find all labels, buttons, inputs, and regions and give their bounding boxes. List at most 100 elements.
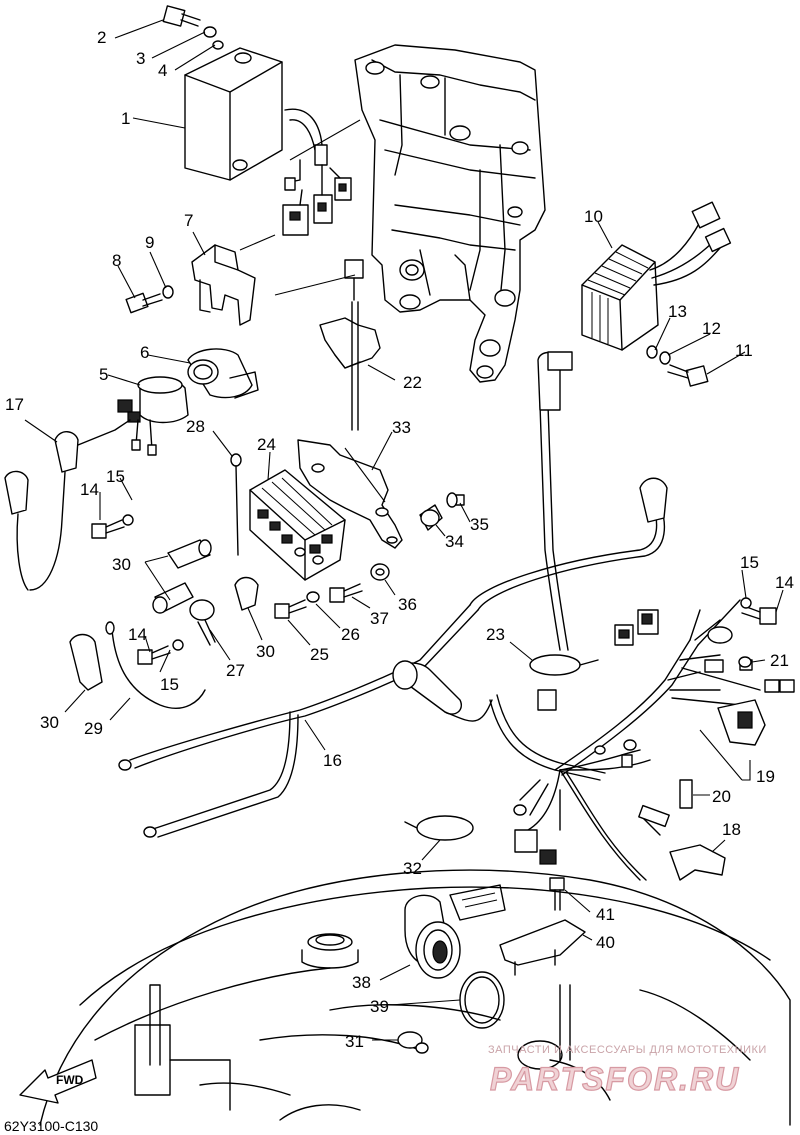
callout-21: 21 xyxy=(770,651,789,670)
cdi-bracket xyxy=(125,244,256,326)
callout-7: 7 xyxy=(184,211,193,230)
callout-30a: 30 xyxy=(112,555,131,574)
callout-10: 10 xyxy=(584,207,603,226)
washer-36 xyxy=(370,563,390,581)
watermark-logo: PARTSFOR.RU xyxy=(490,1061,740,1097)
callout-31: 31 xyxy=(345,1032,364,1051)
bolt-37 xyxy=(329,583,363,603)
callout-38: 38 xyxy=(352,973,371,992)
mounting-plate xyxy=(297,439,403,549)
callout-2: 2 xyxy=(97,28,106,47)
callout-30b: 30 xyxy=(256,642,275,661)
wire-bracket xyxy=(319,259,381,431)
lead-29 xyxy=(105,621,206,709)
terminal-28 xyxy=(230,453,242,556)
clip-31 xyxy=(397,1031,429,1054)
clamp-27 xyxy=(189,599,216,646)
callout-numbers: 1 2 3 4 5 6 7 8 9 10 11 12 13 14 14 14 1… xyxy=(5,28,794,1051)
callout-22: 22 xyxy=(403,373,422,392)
bolt-14c xyxy=(741,605,777,625)
callout-15c: 15 xyxy=(740,553,759,572)
callout-15a: 15 xyxy=(106,467,125,486)
callout-12: 12 xyxy=(702,319,721,338)
bolt-2 xyxy=(162,5,201,27)
callout-30c: 30 xyxy=(40,713,59,732)
fwd-label: FWD xyxy=(56,1073,84,1087)
callout-20: 20 xyxy=(712,787,731,806)
electrical-bracket xyxy=(354,44,546,383)
callout-26: 26 xyxy=(341,625,360,644)
main-wire-harness xyxy=(392,351,795,881)
bolt-14b xyxy=(137,645,171,665)
bolt-14a xyxy=(91,519,125,539)
callout-1: 1 xyxy=(121,109,130,128)
washer-12 xyxy=(659,351,671,365)
screw-41 xyxy=(549,877,565,911)
washer-15c xyxy=(740,597,752,609)
callout-29: 29 xyxy=(84,719,103,738)
bolt-8 xyxy=(125,292,163,314)
callout-32: 32 xyxy=(403,859,422,878)
rectifier-board xyxy=(249,469,346,581)
callout-leaders xyxy=(24,19,784,1041)
callout-33: 33 xyxy=(392,418,411,437)
callout-14a: 14 xyxy=(80,480,99,499)
bolt-25 xyxy=(274,599,307,619)
callout-6: 6 xyxy=(140,343,149,362)
washer-15a xyxy=(122,514,134,526)
connector-21 xyxy=(738,656,752,668)
fuse-20 xyxy=(679,779,693,809)
bolt-11 xyxy=(667,364,709,387)
callout-41: 41 xyxy=(596,905,615,924)
callout-14b: 14 xyxy=(128,625,147,644)
washer-4 xyxy=(212,40,224,50)
neutral-switch-18 xyxy=(638,804,726,881)
callout-28: 28 xyxy=(186,417,205,436)
o-ring-39 xyxy=(459,971,505,1029)
cdi-unit xyxy=(184,47,352,236)
callout-34: 34 xyxy=(445,532,464,551)
boot-30d xyxy=(69,633,103,691)
callout-8: 8 xyxy=(112,251,121,270)
callout-40: 40 xyxy=(596,933,615,952)
boot-30a xyxy=(167,539,212,569)
watermark-tagline: ЗАПЧАСТИ И АКСЕССУАРЫ ДЛЯ МОТОТЕХНИКИ xyxy=(488,1044,767,1056)
cable-tie-23 xyxy=(529,654,599,676)
callout-4: 4 xyxy=(158,61,167,80)
diagram-code: 62Y3100-C130 xyxy=(4,1118,98,1134)
callout-27: 27 xyxy=(226,661,245,680)
spark-plug-cap xyxy=(4,419,131,591)
callout-37: 37 xyxy=(370,609,389,628)
callout-39: 39 xyxy=(370,997,389,1016)
washer-26 xyxy=(306,591,320,603)
grommet-34 xyxy=(419,504,443,531)
fwd-arrow-icon: FWD xyxy=(19,1059,97,1104)
bottom-cowling xyxy=(39,869,791,1126)
callout-23: 23 xyxy=(486,625,505,644)
callout-24: 24 xyxy=(257,435,276,454)
callout-13: 13 xyxy=(668,302,687,321)
boot-30c xyxy=(234,576,259,611)
grommet-38 xyxy=(404,894,461,979)
watermark: ЗАПЧАСТИ И АКСЕССУАРЫ ДЛЯ МОТОТЕХНИКИ PA… xyxy=(488,1044,767,1098)
rectifier-regulator xyxy=(581,201,732,351)
washer-13 xyxy=(646,345,658,359)
callout-9: 9 xyxy=(145,233,154,252)
washer-15b xyxy=(172,639,184,651)
collar-35 xyxy=(446,492,465,508)
callout-18: 18 xyxy=(722,820,741,839)
callout-5: 5 xyxy=(99,365,108,384)
cable-tie-32 xyxy=(404,815,474,841)
callout-17: 17 xyxy=(5,395,24,414)
callout-14c: 14 xyxy=(775,573,794,592)
callout-35: 35 xyxy=(470,515,489,534)
washer-3 xyxy=(203,26,217,38)
washer-9 xyxy=(162,285,174,299)
callout-25: 25 xyxy=(310,645,329,664)
callout-15b: 15 xyxy=(160,675,179,694)
battery-cable xyxy=(118,477,668,838)
callout-3: 3 xyxy=(136,49,145,68)
callout-11: 11 xyxy=(735,341,753,360)
relay-holder xyxy=(187,348,259,399)
